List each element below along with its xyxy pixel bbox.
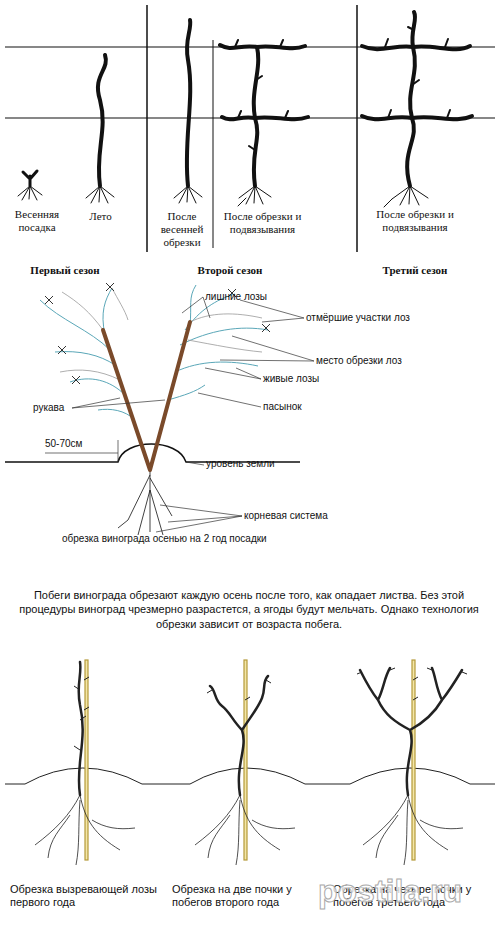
plant-caption: Обрезка вызревающей лозы первого года xyxy=(10,883,165,909)
part-label: лишние лозы xyxy=(205,291,295,303)
part-label: место обрезки лоз xyxy=(316,355,446,367)
note-text: Побеги винограда обрезают каждую осень п… xyxy=(18,588,480,631)
part-label: рукава xyxy=(33,402,93,414)
plant-caption: Обрезка на две почки у побегов второго г… xyxy=(172,883,332,909)
season-label: Первый сезон xyxy=(20,264,110,277)
stage-label: После обрезки и подвязывания xyxy=(360,208,470,234)
part-label: отмёршие участки лоз xyxy=(306,312,456,324)
season-label: Второй сезон xyxy=(185,264,275,277)
stage-label: После обрезки и подвязывания xyxy=(215,210,310,236)
dimension-label: 50-70см xyxy=(45,438,105,450)
watermark: postila.ru xyxy=(318,872,496,910)
stage-label: Весенняя посадка xyxy=(2,208,72,234)
stage-label: После весенней обрезки xyxy=(148,210,216,250)
part-label: корневая система xyxy=(244,510,374,522)
stage-label: Лето xyxy=(78,210,123,223)
part-label: живые лозы xyxy=(263,373,353,385)
bottom-plants xyxy=(5,660,495,865)
part-label: уровень земли xyxy=(206,458,306,470)
vine-stages xyxy=(18,12,472,207)
season-grid xyxy=(5,5,495,252)
part-label: пасынок xyxy=(263,401,343,413)
scheme-caption: обрезка винограда осенью на 2 год посадк… xyxy=(62,533,322,545)
season-label: Третий сезон xyxy=(370,264,460,277)
